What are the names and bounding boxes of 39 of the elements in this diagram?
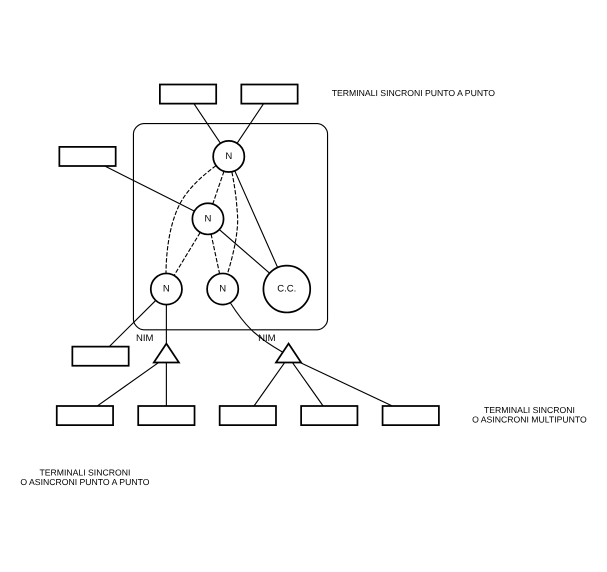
connector [193,103,221,144]
connector [97,362,159,406]
connector [292,362,324,406]
node-circle: N [150,272,183,306]
connector [230,302,284,353]
node-box [300,405,358,426]
node-box [382,405,440,426]
connector [300,362,392,406]
connector [174,232,201,276]
connector [166,362,167,406]
node-triangle [274,342,303,364]
node-box [137,405,196,426]
connector [254,362,285,406]
label: TERMINALI SINCRONI PUNTO A PUNTO [332,88,495,98]
connector [219,229,270,274]
node-box [56,405,114,426]
cluster [132,122,328,330]
connector [236,103,264,144]
connector [210,234,220,274]
connector [104,166,194,212]
node-circle: N [206,272,240,306]
connector [109,300,156,347]
node-circle: C.C. [262,264,312,314]
node-triangle [152,342,181,364]
connector [212,171,224,204]
connector [234,170,278,268]
node-label: NIM [136,332,154,344]
connector [226,172,238,274]
node-box [240,84,299,104]
connector [165,165,216,274]
node-box [71,346,130,367]
node-box [159,84,218,104]
node-circle: N [212,140,246,173]
node-box [218,405,277,426]
label: TERMINALI SINCRONI O ASINCRONI PUNTO A PUNTO [20,467,150,487]
node-box [58,146,117,167]
node-circle: N [192,202,224,236]
connector [166,304,167,344]
label: TERMINALI SINCRONI O ASINCRONI MULTIPUNTO [472,404,587,424]
